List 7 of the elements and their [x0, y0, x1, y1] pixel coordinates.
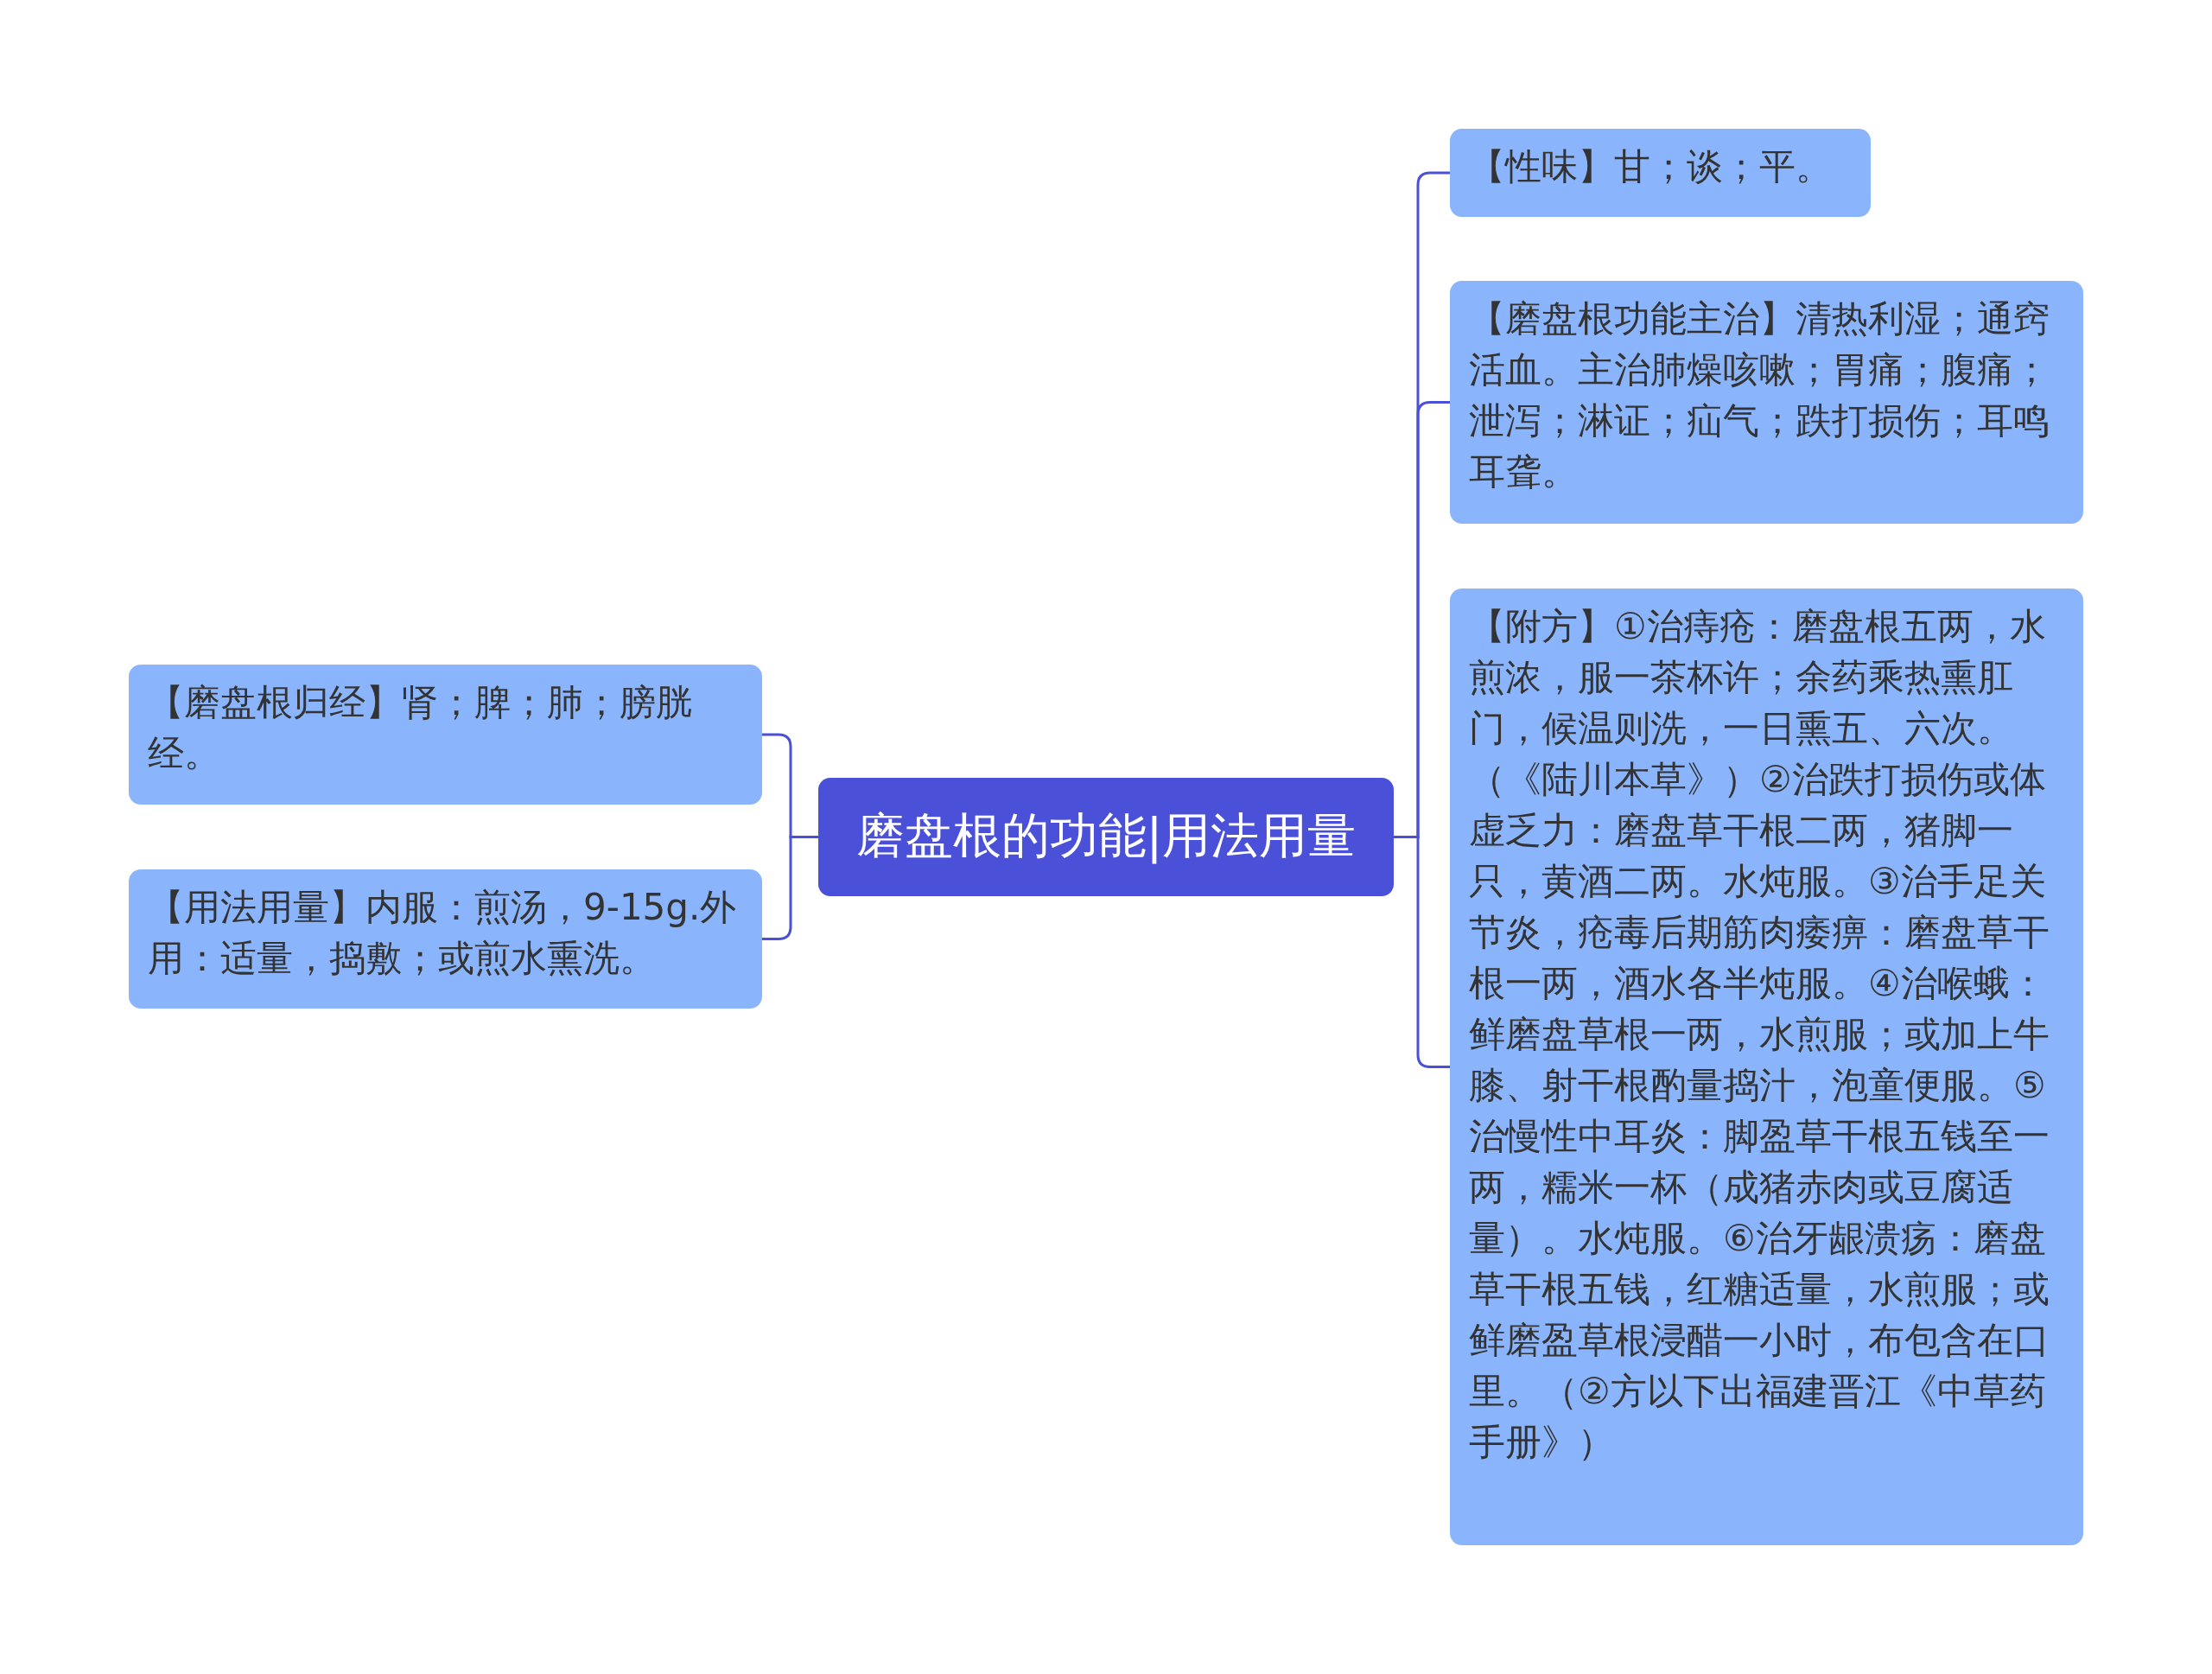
topic-box: 【磨盘根归经】肾；脾；肺；膀胱经。: [129, 665, 762, 805]
topic-box: 【性味】甘；谈；平。: [1450, 129, 1871, 217]
topic-box: 【用法用量】内服：煎汤，9-15g.外用：适量，捣敷；或煎水熏洗。: [129, 869, 762, 1009]
topic-box: 【磨盘根功能主治】清热利湿；通窍活血。主治肺燥咳嗽；胃痛；腹痛；泄泻；淋证；疝气；跌打损伤；耳鸣耳聋。: [1450, 281, 2083, 524]
connector-line: [1394, 836, 1450, 1068]
central-topic-box: 磨盘根的功能|用法用量: [818, 778, 1394, 896]
topic-box: 【附方】①治痔疮：磨盘根五两，水煎浓，服一茶杯许；余药乘热熏肛门，候温则洗，一日熏五、六次。（《陆川本草》）②治跌打损伤或体虚乏力：磨盘草干根二两，猪脚一只，黄酒二两。水炖服。③治手足关节炎，疮毒后期筋肉痿痹：磨盘草干根一两，酒水各半炖服。④治喉蛾：鲜磨盘草根一两，水煎服；或加上牛膝、射干根酌量捣汁，泡童便服。⑤治慢性中耳炎：脚盈草干根五钱至一两，糯米一杯（成猪赤肉或豆腐适量）。水炖服。⑥治牙龈溃疡：磨盘草干根五钱，红糖适量，水煎服；或鲜磨盈草根浸醋一小时，布包含在口里。（②方以下出福建晋江《中草药手册》）: [1450, 589, 2083, 1545]
